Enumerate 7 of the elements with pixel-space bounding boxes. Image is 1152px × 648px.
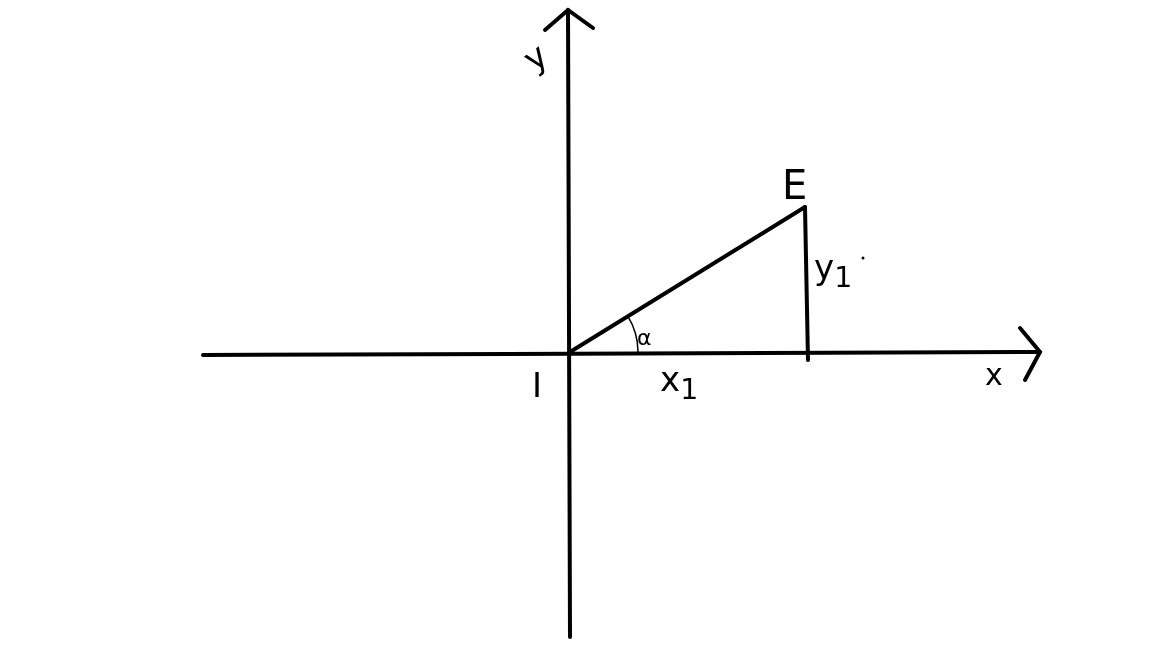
- angle-label: α: [637, 327, 652, 349]
- axis-label: I: [532, 368, 543, 402]
- axis-label: y: [517, 37, 554, 77]
- axis-label: x$_{1}$: [660, 362, 699, 405]
- axis-label: y$_{1}$: [814, 250, 853, 293]
- axis-label: x: [985, 360, 1003, 390]
- axis-label: E: [782, 165, 808, 205]
